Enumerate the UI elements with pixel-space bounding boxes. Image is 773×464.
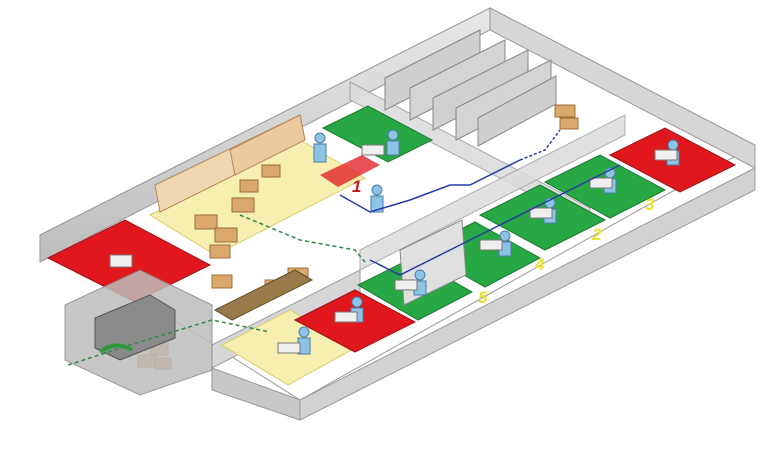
station-number-4: 4 bbox=[534, 255, 545, 274]
station-number-1: 1 bbox=[352, 177, 361, 196]
station-number-2: 2 bbox=[591, 225, 602, 244]
station-number-3: 3 bbox=[645, 195, 655, 214]
station-number-5: 5 bbox=[478, 288, 488, 307]
